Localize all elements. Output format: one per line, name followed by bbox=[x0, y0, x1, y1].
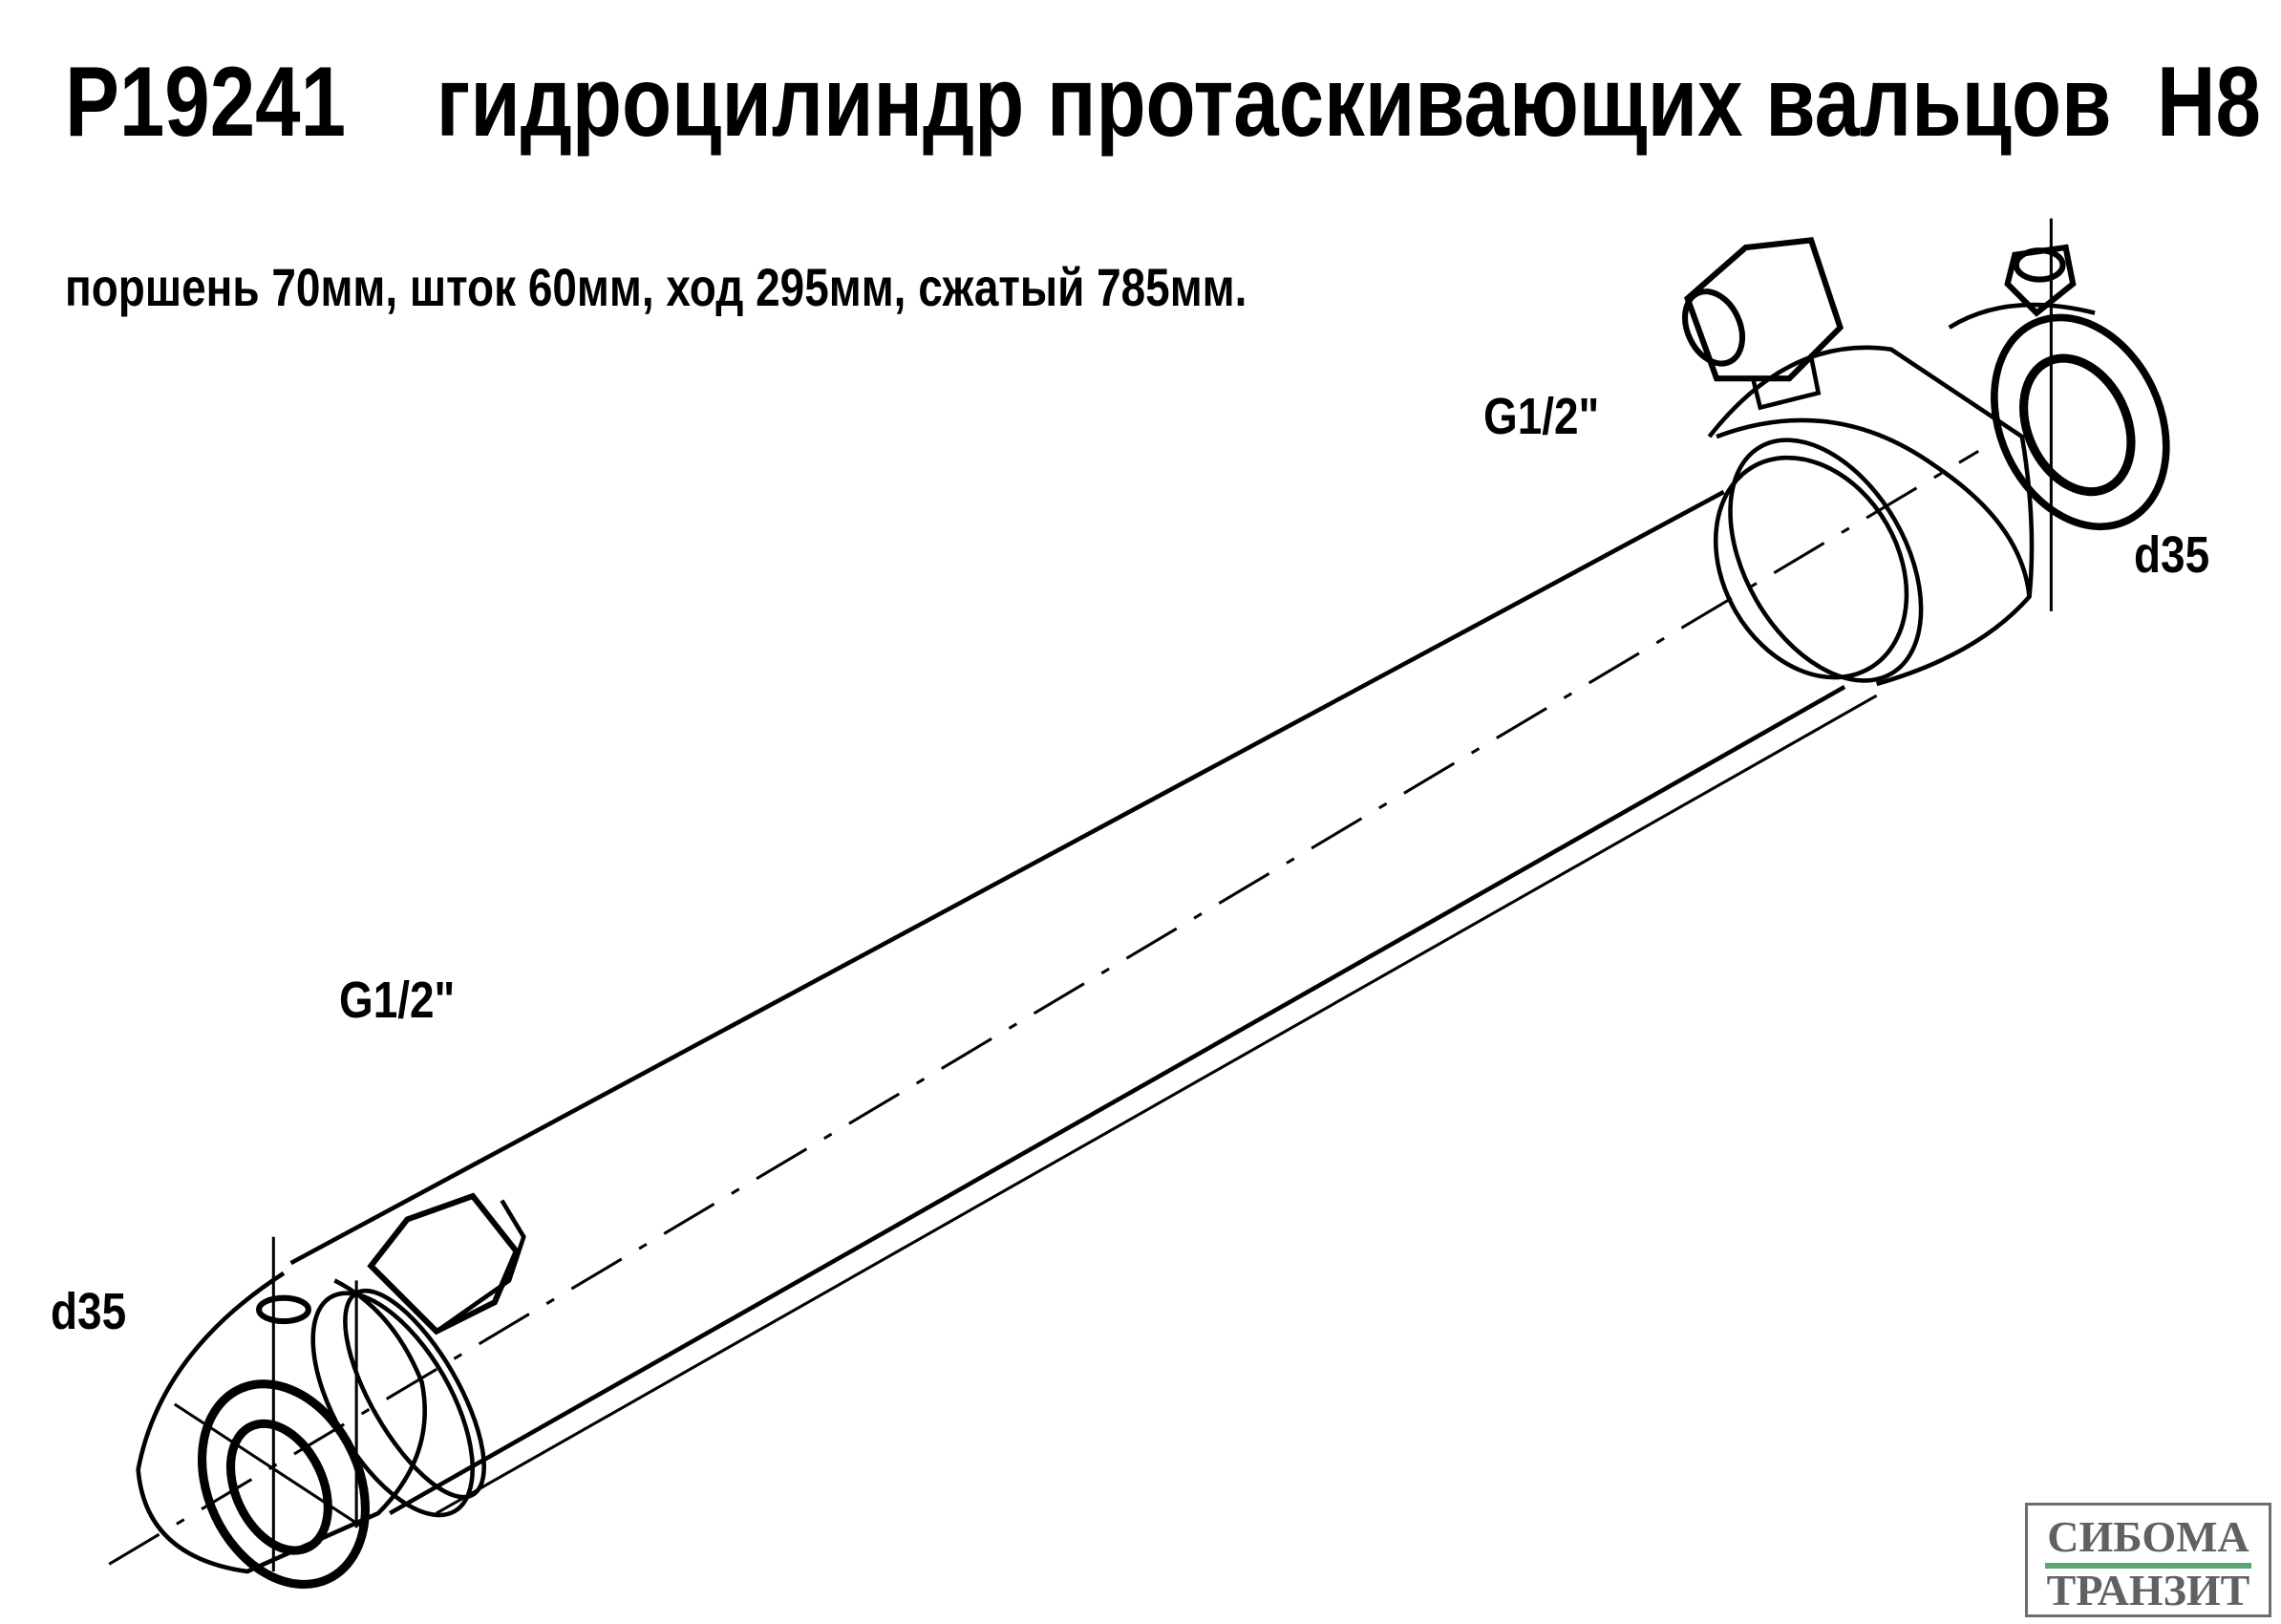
logo-line2: ТРАНЗИТ bbox=[2046, 1566, 2250, 1614]
cylinder-specs: поршень 70мм, шток 60мм, ход 295мм, сжат… bbox=[65, 257, 1247, 317]
rear-end-cap bbox=[1707, 218, 2170, 687]
logo-line1: СИБОМА bbox=[2047, 1512, 2249, 1561]
drawing-title: P19241 гидроцилиндр протаскивающих вальц… bbox=[65, 47, 2261, 158]
eye-diameter-label-left: d35 bbox=[51, 1283, 127, 1340]
logo-accent-bar bbox=[2045, 1563, 2251, 1569]
eye-diameter-label-right: d35 bbox=[2134, 526, 2210, 584]
front-port-fitting bbox=[367, 1192, 526, 1336]
port-label-top: G1/2" bbox=[1483, 388, 1600, 445]
rear-grease-nipple bbox=[2004, 244, 2077, 317]
sibomatranzit-logo: СИБОМА ТРАНЗИТ bbox=[2025, 1503, 2271, 1617]
port-label-bottom: G1/2" bbox=[339, 972, 456, 1029]
front-rod-eye bbox=[136, 1236, 486, 1590]
rear-port-fitting bbox=[1682, 237, 1844, 411]
